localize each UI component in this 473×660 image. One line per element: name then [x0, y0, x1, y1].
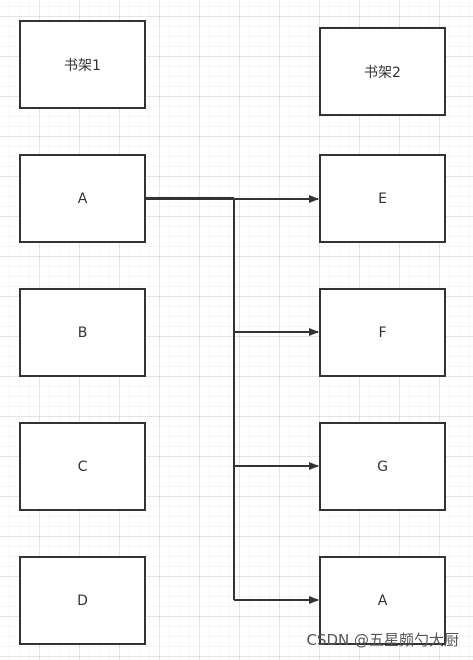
right-item-f[interactable]: F [319, 288, 446, 377]
right-shelf-header-label: 书架2 [364, 64, 401, 81]
left-shelf-header-label: 书架1 [64, 57, 101, 74]
left-shelf-header[interactable]: 书架1 [19, 20, 146, 109]
watermark-text: CSDN @五星颇勺大厨 [306, 631, 459, 649]
right-shelf-header[interactable]: 书架2 [319, 27, 446, 116]
right-item-a-label: A [377, 592, 388, 609]
left-item-a-label: A [77, 190, 88, 207]
left-item-c-label: C [77, 458, 88, 475]
left-item-b[interactable]: B [19, 288, 146, 377]
right-item-g-label: G [377, 458, 388, 475]
right-item-f-label: F [378, 324, 387, 341]
right-item-g[interactable]: G [319, 422, 446, 511]
left-item-c[interactable]: C [19, 422, 146, 511]
right-item-a[interactable]: A [319, 556, 446, 645]
right-item-e-label: E [378, 190, 387, 207]
right-item-e[interactable]: E [319, 154, 446, 243]
left-item-b-label: B [77, 324, 88, 341]
left-item-d-label: D [77, 592, 88, 609]
left-item-a[interactable]: A [19, 154, 146, 243]
left-item-d[interactable]: D [19, 556, 146, 645]
